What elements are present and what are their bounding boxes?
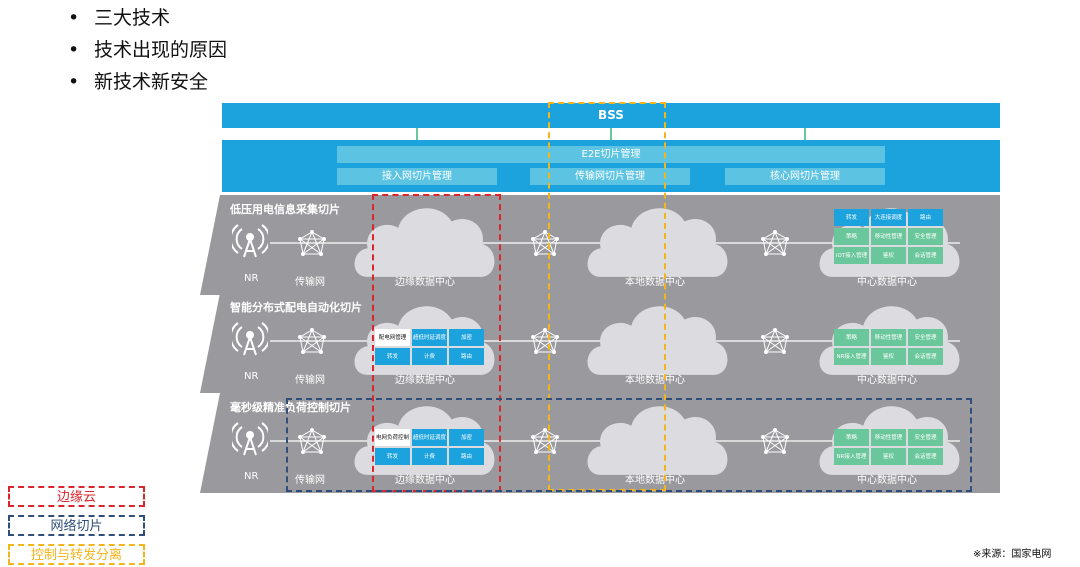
- transport-label: 传输网: [295, 375, 325, 386]
- bullet-dot: •: [68, 39, 80, 61]
- center-function-grid: 策略移动性管理安全管理 NR接入管理鉴权会话管理: [834, 329, 943, 365]
- function-cell: 会话管理: [908, 448, 943, 465]
- center-function-grid: 策略移动性管理安全管理 NR接入管理鉴权会话管理: [834, 429, 943, 465]
- network-node-icon: [530, 229, 560, 263]
- function-cell: 移动性管理: [871, 329, 906, 346]
- center-function-grid: 转发大连接调度路由策略移动性管理安全管理 IOT接入管理鉴权会话管理: [834, 209, 943, 264]
- function-cell: 转发: [375, 348, 410, 365]
- function-cell: 超低时延调度: [412, 329, 447, 346]
- center-dc-label: 中心数据中心: [857, 375, 917, 386]
- function-cell: 路由: [449, 348, 484, 365]
- edge-function-grid: 配电网管理超低时延调度加密转发计费路由: [375, 329, 484, 365]
- network-node-icon: [530, 427, 560, 461]
- local-dc-label: 本地数据中心: [625, 375, 685, 386]
- bullet-text: 技术出现的原因: [94, 39, 228, 61]
- legend-control-forward: 控制与转发分离: [8, 544, 145, 565]
- antenna-icon: [229, 321, 271, 361]
- function-cell: 加密: [449, 429, 484, 446]
- bullet-list: • 三大技术 • 技术出现的原因 • 新技术新安全: [68, 2, 227, 98]
- e2e-slice-management: E2E切片管理: [337, 146, 885, 163]
- network-slice-3: 毫秒级精准负荷控制切片 NR 传输网 边缘数据中心 本地数据中心 中心数据中心 电网负荷控制…: [200, 393, 1000, 493]
- function-cell: 安全管理: [908, 429, 943, 446]
- network-node-icon: [297, 327, 327, 361]
- function-cell: 会话管理: [908, 348, 943, 365]
- function-cell: 超低时延调度: [412, 429, 447, 446]
- network-slice-1: 低压用电信息采集切片 NR 传输网 边缘数据中心 本地数据中心 中心数据中心 转发大连接调度…: [200, 195, 1000, 295]
- antenna-icon: [229, 421, 271, 461]
- function-cell: 安全管理: [908, 329, 943, 346]
- function-cell: 转发: [834, 209, 869, 226]
- function-cell: NR接入管理: [834, 448, 869, 465]
- function-cell: 鉴权: [871, 348, 906, 365]
- nr-label: NR: [244, 273, 259, 284]
- network-slice-box: [286, 398, 972, 492]
- connector-line: [610, 128, 612, 140]
- core-slice-management: 核心网切片管理: [725, 168, 885, 185]
- edge-dc-label: 边缘数据中心: [395, 277, 455, 288]
- function-cell: 配电网管理: [375, 329, 410, 346]
- antenna-icon: [229, 223, 271, 263]
- edge-dc-label: 边缘数据中心: [395, 475, 455, 486]
- local-cloud-icon: [583, 199, 733, 285]
- network-node-icon: [760, 327, 790, 361]
- source-note: ※来源：国家电网: [973, 549, 1052, 560]
- nr-label: NR: [244, 371, 259, 382]
- bullet-item: • 技术出现的原因: [68, 34, 227, 66]
- function-cell: IOT接入管理: [834, 247, 869, 264]
- function-cell: 路由: [449, 448, 484, 465]
- transport-slice-management: 传输网切片管理: [530, 168, 690, 185]
- nr-label: NR: [244, 471, 259, 482]
- function-cell: 电网负荷控制: [375, 429, 410, 446]
- bullet-item: • 新技术新安全: [68, 66, 227, 98]
- function-cell: 鉴权: [871, 448, 906, 465]
- function-cell: 大连接调度: [871, 209, 906, 226]
- edge-dc-label: 边缘数据中心: [395, 375, 455, 386]
- function-cell: 策略: [834, 429, 869, 446]
- function-cell: 安全管理: [908, 228, 943, 245]
- bullet-dot: •: [68, 71, 80, 93]
- bullet-dot: •: [68, 7, 80, 29]
- slice-title: 智能分布式配电自动化切片: [230, 301, 362, 314]
- function-cell: 策略: [834, 228, 869, 245]
- slice-title: 毫秒级精准负荷控制切片: [230, 401, 351, 414]
- function-cell: 策略: [834, 329, 869, 346]
- function-cell: 鉴权: [871, 247, 906, 264]
- function-cell: 转发: [375, 448, 410, 465]
- function-cell: 会话管理: [908, 247, 943, 264]
- network-node-icon: [760, 229, 790, 263]
- transport-label: 传输网: [295, 475, 325, 486]
- access-slice-management: 接入网切片管理: [337, 168, 497, 185]
- bullet-text: 新技术新安全: [94, 71, 209, 93]
- function-cell: 移动性管理: [871, 228, 906, 245]
- local-cloud-icon: [583, 297, 733, 383]
- function-cell: 计费: [412, 448, 447, 465]
- center-dc-label: 中心数据中心: [857, 475, 917, 486]
- network-node-icon: [760, 427, 790, 461]
- legend-network-slice: 网络切片: [8, 515, 145, 536]
- local-dc-label: 本地数据中心: [625, 475, 685, 486]
- legend-edge-cloud: 边缘云: [8, 486, 145, 507]
- network-node-icon: [297, 229, 327, 263]
- edge-cloud-icon: [350, 199, 500, 285]
- local-dc-label: 本地数据中心: [625, 277, 685, 288]
- bullet-text: 三大技术: [94, 7, 171, 29]
- bss-bar: BSS: [222, 103, 1000, 128]
- connector-line: [416, 128, 418, 140]
- function-cell: 计费: [412, 348, 447, 365]
- network-node-icon: [297, 427, 327, 461]
- bullet-item: • 三大技术: [68, 2, 227, 34]
- connector-line: [804, 128, 806, 140]
- edge-function-grid: 电网负荷控制超低时延调度加密转发计费路由: [375, 429, 484, 465]
- function-cell: 移动性管理: [871, 429, 906, 446]
- function-cell: 加密: [449, 329, 484, 346]
- function-cell: NR接入管理: [834, 348, 869, 365]
- function-cell: 路由: [908, 209, 943, 226]
- slice-title: 低压用电信息采集切片: [230, 203, 340, 216]
- center-dc-label: 中心数据中心: [857, 277, 917, 288]
- local-cloud-icon: [583, 397, 733, 483]
- network-slice-2: 智能分布式配电自动化切片 NR 传输网 边缘数据中心 本地数据中心 中心数据中心 配电网管理…: [200, 293, 1000, 393]
- transport-label: 传输网: [295, 277, 325, 288]
